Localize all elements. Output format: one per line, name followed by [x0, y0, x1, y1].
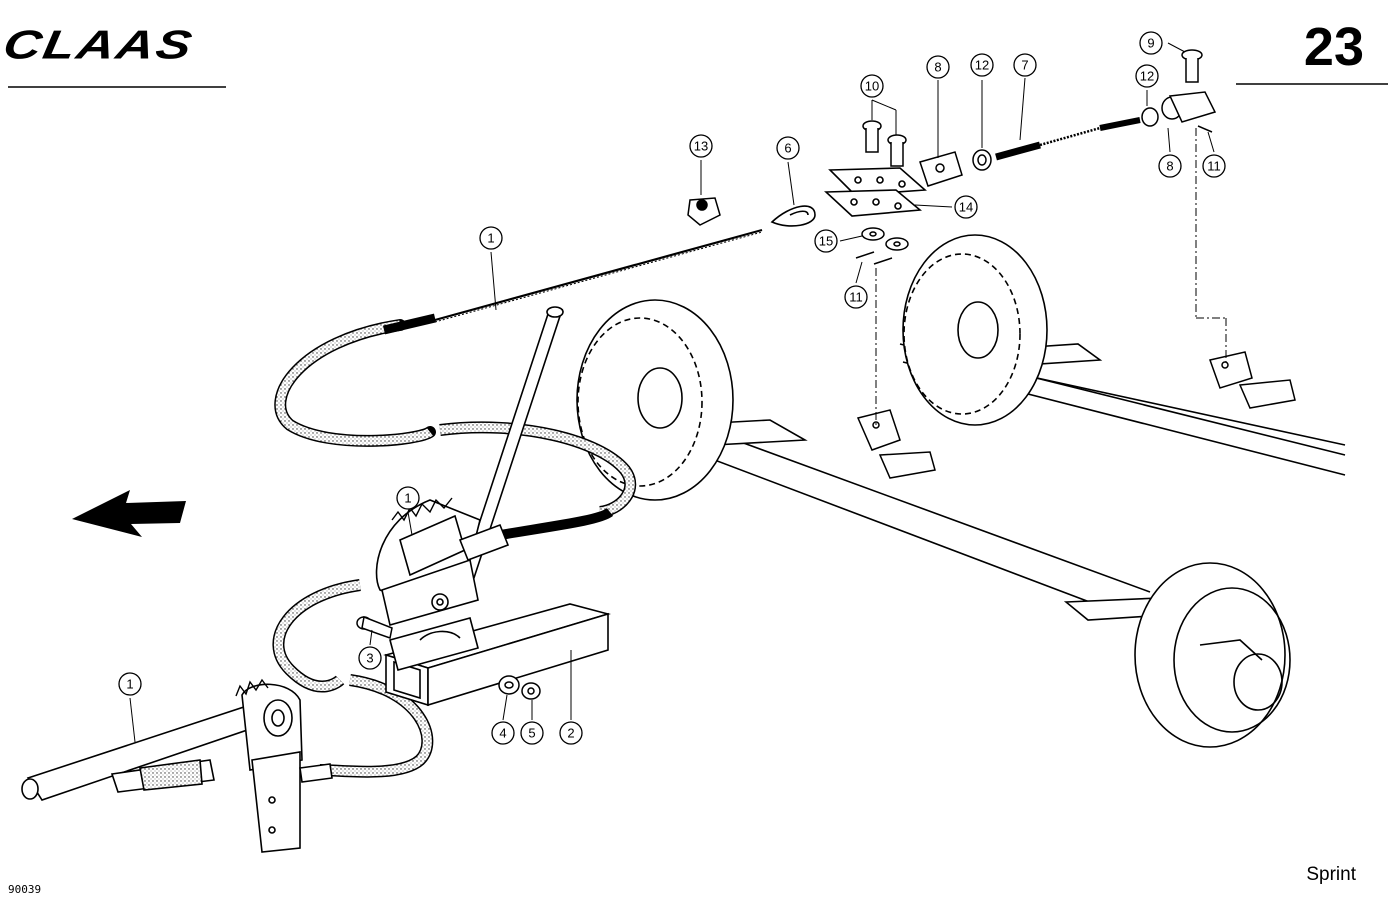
callout-bubble: 11	[1202, 154, 1226, 178]
callout-label: 4	[499, 726, 506, 741]
callout-label: 7	[1021, 58, 1028, 73]
callout-label: 12	[975, 58, 989, 73]
adjuster-rod-7	[995, 117, 1141, 161]
nut-12-left	[972, 149, 992, 171]
lever-detail-assembly	[21, 678, 333, 853]
callout-label: 8	[1166, 159, 1173, 174]
split-pins-11	[855, 125, 1213, 265]
callout-label: 3	[366, 651, 373, 666]
page-number: 23	[1303, 17, 1364, 77]
callout-bubble: 12	[970, 53, 994, 77]
callout-label: 8	[934, 60, 941, 75]
assembly-leaders	[875, 128, 1227, 425]
callouts: 1 1 1 2 3 4 5 6 7 8 8 9 10 11 11 12 12 1…	[118, 31, 1226, 745]
callout-bubble: 10	[860, 74, 884, 98]
callout-label: 12	[1140, 69, 1154, 84]
callout-bubble: 4	[491, 721, 515, 745]
callout-label: 9	[1147, 36, 1154, 51]
callout-bubble: 9	[1139, 31, 1163, 55]
arrow-left-icon	[72, 490, 186, 537]
hand-brake-lever	[375, 306, 564, 626]
callout-bubble: 8	[1158, 154, 1182, 178]
callout-label: 2	[567, 726, 574, 741]
equaliser-plates-14	[824, 167, 927, 217]
callout-bubble: 2	[559, 721, 583, 745]
header-rules	[8, 83, 1388, 88]
callout-bubble: 6	[776, 136, 800, 160]
callout-bubble: 3	[358, 646, 382, 670]
brake-cable-lower	[272, 507, 614, 778]
right-front-wheel	[1134, 562, 1291, 748]
callout-label: 1	[126, 677, 133, 692]
callout-bubble: 1	[396, 486, 420, 510]
callout-bubble: 14	[954, 195, 978, 219]
callout-bubble: 1	[479, 226, 503, 250]
callout-label: 10	[865, 79, 879, 94]
brake-cable-upper	[274, 228, 763, 518]
callout-label: 1	[487, 231, 494, 246]
clevis-8-right	[1141, 91, 1217, 127]
callout-bubble: 11	[844, 285, 868, 309]
pins-10	[862, 120, 907, 167]
callout-label: 11	[849, 290, 863, 305]
nut-5	[521, 682, 541, 700]
callout-label: 5	[528, 726, 535, 741]
callout-label: 13	[694, 139, 708, 154]
washer-4	[498, 675, 520, 695]
callout-bubble: 12	[1135, 64, 1159, 88]
callout-bubble: 13	[689, 134, 713, 158]
pin-9	[1181, 49, 1203, 83]
right-rear-wheel	[902, 234, 1048, 426]
callout-label: 6	[784, 141, 791, 156]
callout-leaders	[129, 42, 1215, 743]
callout-label: 14	[959, 200, 973, 215]
callout-bubble: 5	[520, 721, 544, 745]
callout-label: 15	[819, 234, 833, 249]
left-wheel	[576, 299, 734, 501]
callout-label: 11	[1207, 159, 1221, 174]
callout-bubble: 15	[814, 229, 838, 253]
brake-brackets	[856, 351, 1296, 479]
document-number: 90039	[8, 883, 42, 896]
callout-bubble: 7	[1013, 53, 1037, 77]
callout-bubble: 1	[118, 672, 142, 696]
lever-mounting-tube	[383, 603, 611, 707]
washers-15	[861, 227, 909, 251]
callout-label: 1	[404, 491, 411, 506]
bolt-3	[356, 615, 393, 639]
cable-clamp-13	[687, 197, 721, 226]
model-name: Sprint	[1306, 864, 1356, 885]
callout-bubble: 8	[926, 55, 950, 79]
thimble-6	[770, 205, 816, 227]
clevis-8-left	[919, 151, 963, 187]
